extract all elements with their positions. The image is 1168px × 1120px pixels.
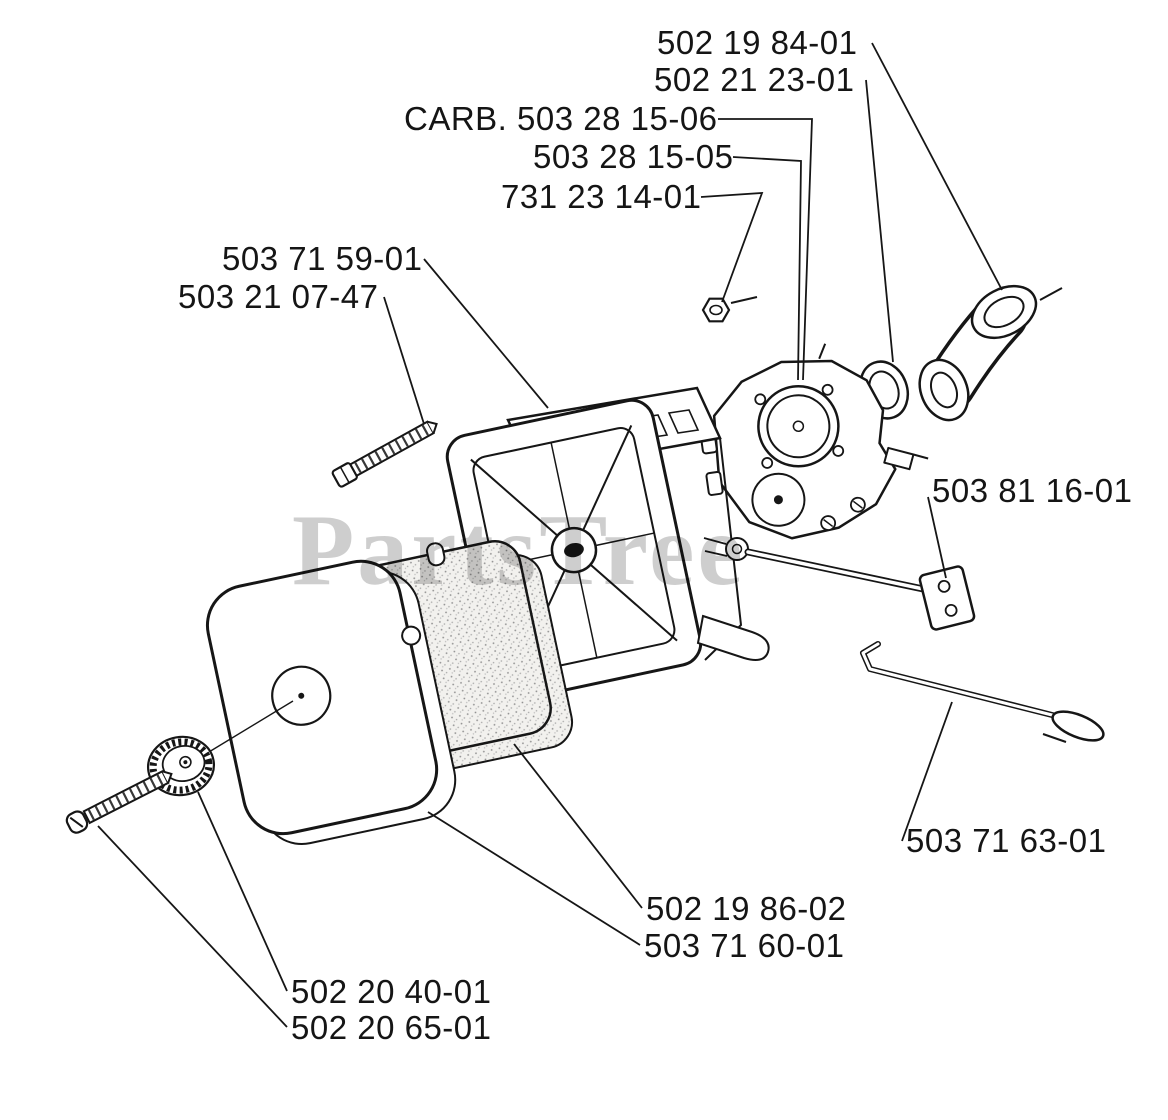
- part-label-503-28-15-05: 503 28 15-05: [533, 138, 734, 175]
- leader-lines: [97, 42, 1003, 1028]
- link-rod-drawing: [744, 548, 932, 594]
- leader-line: [927, 496, 947, 579]
- part-label-502-19-86-02: 502 19 86-02: [646, 890, 847, 927]
- leader-line: [901, 701, 953, 842]
- throttle-rod-drawing: [860, 641, 1105, 743]
- leader-line: [718, 118, 813, 381]
- leader-line: [732, 156, 802, 381]
- leader-line: [197, 791, 288, 992]
- part-label-502-21-23-01: 502 21 23-01: [654, 61, 855, 98]
- assembly-axis-line: [203, 700, 294, 756]
- leader-line: [97, 825, 288, 1028]
- leader-line: [871, 42, 1003, 291]
- part-label-502-20-65-01: 502 20 65-01: [291, 1009, 492, 1046]
- leader-line: [383, 296, 425, 425]
- short-screw-drawing: [65, 770, 173, 834]
- part-label-carb-503-28-15-06: CARB. 503 28 15-06: [404, 100, 718, 137]
- part-label-503-71-63-01: 503 71 63-01: [906, 822, 1107, 859]
- filter-cover-drawing: [205, 559, 457, 846]
- part-label-503-71-60-01: 503 71 60-01: [644, 927, 845, 964]
- part-label-502-19-84-01: 502 19 84-01: [657, 24, 858, 61]
- part-label-503-81-16-01: 503 81 16-01: [932, 472, 1133, 509]
- mounting-nut-drawing: [701, 296, 758, 323]
- leader-line: [427, 811, 641, 946]
- long-screw-drawing: [331, 420, 438, 488]
- leader-line: [700, 192, 764, 303]
- intake-elbow-drawing: [918, 284, 1063, 422]
- leader-line: [513, 743, 643, 909]
- part-label-731-23-14-01: 731 23 14-01: [501, 178, 702, 215]
- leader-line: [865, 79, 894, 363]
- part-label-503-21-07-47: 503 21 07-47: [178, 278, 379, 315]
- bracket-drawing: [918, 565, 976, 631]
- carburetor-drawing: [699, 343, 929, 540]
- part-label-502-20-40-01: 502 20 40-01: [291, 973, 492, 1010]
- leader-line: [423, 258, 549, 409]
- housing-lower-tab-drawing: [696, 537, 770, 661]
- part-label-503-71-59-01: 503 71 59-01: [222, 240, 423, 277]
